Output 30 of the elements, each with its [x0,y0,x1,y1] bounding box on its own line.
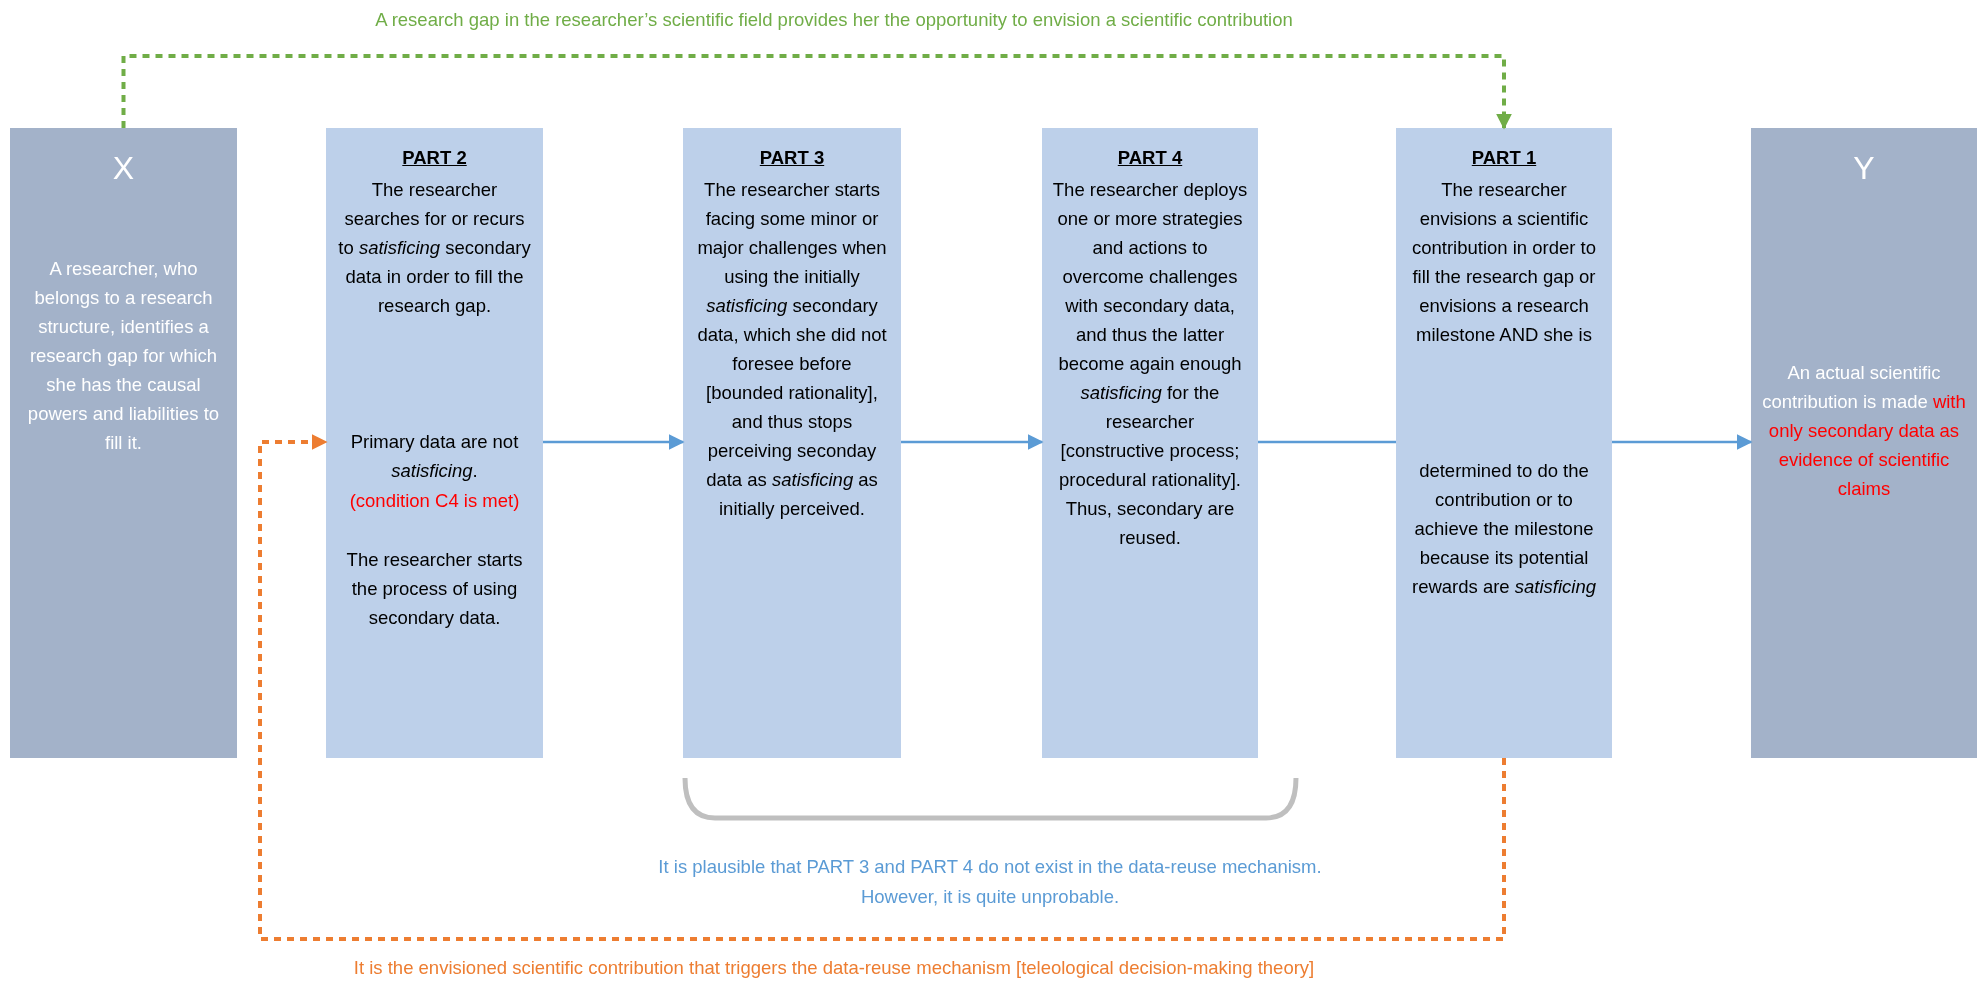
arrow [1612,434,1753,450]
box-text: Primary data are not satisficing. [349,430,520,483]
note-text: It is plausible that PART 3 and PART 4 do not exist in the data-reuse mechanism. However, it is quite unprobable. [657,855,1323,909]
box-heading: PART 4 [1116,146,1184,170]
box-text: The researcher deploys one or more strategies and actions to overcome challenges with secondary data, and thus the latter become again enough satisficing for the researcher [constructive process; procedural rationality]. Thus, secondary are reused. [1052,178,1248,550]
box-heading: PART 3 [758,146,826,170]
process-box [683,128,901,758]
box-text: The researcher searches for or recurs to satisficing secondary data in order to fill the research gap. [337,178,532,318]
box-heading: X [111,149,136,188]
box-text: The researcher envisions a scientific contribution in order to fill the research gap or envisions a research milestone AND she is [1410,178,1598,347]
box-text: A researcher, who belongs to a research structure, identifies a research gap for which she has the causal powers and liabilities to fill it. [26,257,221,455]
edge-label: It is the envisioned scientific contribution that triggers the data-reuse mechanism [teleological decision-making theory] [352,956,1316,980]
box-heading: Y [1852,149,1876,188]
arrow [121,54,1512,130]
process-box [1396,128,1612,758]
box-text: An actual scientific contribution is made with only secondary data as evidence of scientific claims [1761,361,1967,501]
box-text: determined to do the contribution or to achieve the milestone because its potential rewards are satisficing [1410,459,1598,599]
box-text: (condition C4 is met) [348,489,521,513]
process-box [1042,128,1258,758]
box-heading: PART 1 [1470,146,1538,170]
process-box [1751,128,1977,758]
arrow [901,434,1044,450]
box-text: The researcher starts the process of using secondary data. [345,548,524,630]
box-text: The researcher starts facing some minor or major challenges when using the initially satisficing secondary data, which she did not foresee before [bounded rationality], and thus stops perceiving seconday data as satisficing as initially perceived. [696,178,888,521]
process-box [10,128,237,758]
arrow [543,434,685,450]
edge-label: A research gap in the researcher’s scientific field provides her the opportunity to envision a scientific contribution [374,8,1294,32]
box-heading: PART 2 [401,146,468,170]
arrow [258,434,1506,941]
process-box [326,128,543,758]
